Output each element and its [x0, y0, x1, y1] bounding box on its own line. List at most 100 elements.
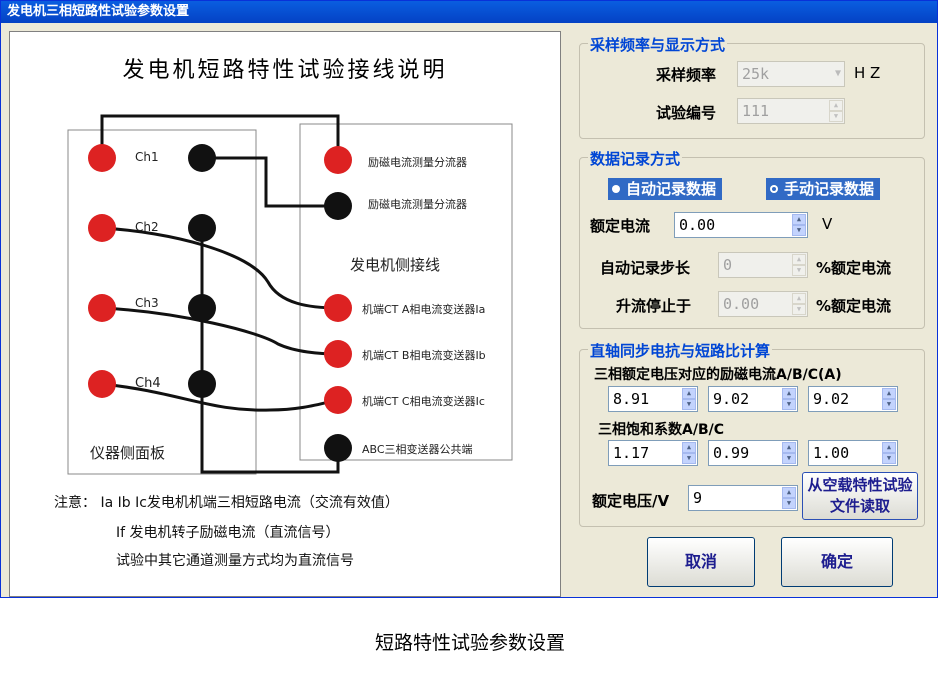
spinner[interactable]: ▲▼: [682, 442, 696, 464]
spinner[interactable]: ▲▼: [829, 100, 843, 122]
phase-a-terminal: [324, 294, 352, 322]
auto-step-input[interactable]: 0 ▲▼: [718, 252, 808, 278]
excitation-b-value: 9.02: [713, 390, 750, 408]
ch3-negative-terminal: [188, 294, 216, 322]
spin-down-icon[interactable]: ▼: [782, 498, 796, 509]
radio-off-icon: [612, 185, 620, 193]
record-mode-group-title: 数据记录方式: [588, 148, 683, 169]
spin-down-icon[interactable]: ▼: [682, 399, 696, 410]
rated-current-input[interactable]: 0.00 ▲▼: [674, 212, 808, 238]
stop-current-input[interactable]: 0.00 ▲▼: [718, 291, 808, 317]
cancel-button[interactable]: 取消: [647, 537, 755, 587]
ch2-negative-terminal: [188, 214, 216, 242]
rated-current-unit: V: [822, 215, 833, 233]
chevron-down-icon: ▼: [834, 68, 841, 79]
common-terminal: [324, 434, 352, 462]
rated-current-value: 0.00: [679, 216, 716, 234]
spin-down-icon[interactable]: ▼: [882, 453, 896, 464]
channel-label: Ch2: [135, 220, 159, 234]
spin-up-icon[interactable]: ▲: [782, 487, 796, 498]
spinner[interactable]: ▲▼: [882, 388, 896, 410]
saturation-c-input[interactable]: 1.00 ▲▼: [808, 440, 898, 466]
read-noload-file-button[interactable]: 从空载特性试验文件读取: [802, 472, 918, 520]
spinner[interactable]: ▲▼: [792, 254, 806, 276]
rated-voltage-value: 9: [693, 489, 703, 507]
spinner[interactable]: ▲▼: [882, 442, 896, 464]
spinner[interactable]: ▲▼: [792, 214, 806, 236]
ok-button[interactable]: 确定: [781, 537, 893, 587]
spin-down-icon[interactable]: ▼: [829, 111, 843, 122]
rated-voltage-input[interactable]: 9 ▲▼: [688, 485, 798, 511]
rated-current-label: 额定电流: [590, 217, 651, 235]
saturation-b-input[interactable]: 0.99 ▲▼: [708, 440, 798, 466]
rated-voltage-label: 额定电压/V: [592, 492, 670, 510]
spin-down-icon[interactable]: ▼: [882, 399, 896, 410]
wires: [100, 114, 340, 474]
saturation-a-input[interactable]: 1.17 ▲▼: [608, 440, 698, 466]
excitation-a-value: 8.91: [613, 390, 650, 408]
instrument-panel-label: 仪器侧面板: [90, 444, 166, 462]
spin-up-icon[interactable]: ▲: [882, 442, 896, 453]
terminal-label: ABC三相变送器公共端: [362, 443, 473, 456]
auto-record-radio[interactable]: 自动记录数据: [608, 178, 723, 200]
excitation-b-input[interactable]: 9.02 ▲▼: [708, 386, 798, 412]
spin-down-icon[interactable]: ▼: [792, 225, 806, 236]
channel-label: Ch1: [135, 150, 159, 164]
reactance-calc-group-title: 直轴同步电抗与短路比计算: [588, 340, 773, 361]
spin-up-icon[interactable]: ▲: [792, 214, 806, 225]
ch3-positive-terminal: [88, 294, 116, 322]
auto-step-label: 自动记录步长: [600, 259, 691, 277]
note-line: 注意： Ia Ib Ic发电机机端三相短路电流（交流有效值）: [54, 495, 399, 511]
spinner[interactable]: ▲▼: [782, 442, 796, 464]
excitation-a-input[interactable]: 8.91 ▲▼: [608, 386, 698, 412]
spin-down-icon[interactable]: ▼: [792, 265, 806, 276]
channel-label: Ch3: [135, 296, 159, 310]
excitation-c-value: 9.02: [813, 390, 850, 408]
manual-record-radio[interactable]: 手动记录数据: [766, 178, 881, 200]
terminal-label: 机端CT B相电流变送器Ib: [362, 349, 486, 362]
generator-side-box: [299, 123, 513, 461]
test-number-input[interactable]: 111 ▲▼: [737, 98, 845, 124]
spinner[interactable]: ▲▼: [792, 293, 806, 315]
spinner[interactable]: ▲▼: [782, 487, 796, 509]
spin-up-icon[interactable]: ▲: [682, 442, 696, 453]
terminal-label: 机端CT A相电流变送器Ia: [362, 303, 486, 316]
spin-down-icon[interactable]: ▼: [782, 453, 796, 464]
radio-on-icon: [770, 185, 778, 193]
spin-down-icon[interactable]: ▼: [682, 453, 696, 464]
phase-b-terminal: [324, 340, 352, 368]
excitation-c-input[interactable]: 9.02 ▲▼: [808, 386, 898, 412]
spin-up-icon[interactable]: ▲: [782, 388, 796, 399]
spin-up-icon[interactable]: ▲: [682, 388, 696, 399]
dialog-window: 发电机三相短路性试验参数设置 发电机短路特性试验接线说明: [0, 0, 938, 598]
figure-caption: 短路特性试验参数设置: [374, 632, 565, 654]
wiring-svg: [67, 114, 513, 475]
spinner[interactable]: ▲▼: [682, 388, 696, 410]
auto-record-label: 自动记录数据: [626, 180, 717, 198]
phase-c-terminal: [324, 386, 352, 414]
spin-up-icon[interactable]: ▲: [792, 293, 806, 304]
wiring-diagram: 发电机短路特性试验接线说明: [9, 31, 561, 597]
spin-down-icon[interactable]: ▼: [792, 304, 806, 315]
spin-up-icon[interactable]: ▲: [882, 388, 896, 399]
saturation-a-value: 1.17: [613, 444, 650, 462]
spin-up-icon[interactable]: ▲: [792, 254, 806, 265]
spinner[interactable]: ▲▼: [782, 388, 796, 410]
excitation-current-label: 三相额定电压对应的励磁电流A/B/C(A): [594, 367, 842, 383]
saturation-b-value: 0.99: [713, 444, 750, 462]
record-mode-group: 数据记录方式 自动记录数据 手动记录数据 额定电流 0.00 ▲▼ V 自动记录…: [579, 148, 925, 329]
ch1-negative-terminal: [188, 144, 216, 172]
terminal-label: 机端CT C相电流变送器Ic: [362, 395, 485, 408]
stop-current-unit: %额定电流: [816, 297, 892, 315]
note-line: If 发电机转子励磁电流（直流信号）: [116, 525, 340, 541]
saturation-c-value: 1.00: [813, 444, 850, 462]
auto-step-value: 0: [723, 256, 733, 274]
sampling-rate-unit: H Z: [854, 64, 881, 82]
diagram-title: 发电机短路特性试验接线说明: [122, 58, 448, 83]
spin-up-icon[interactable]: ▲: [829, 100, 843, 111]
spin-down-icon[interactable]: ▼: [782, 399, 796, 410]
sampling-rate-select[interactable]: 25k ▼: [737, 61, 845, 87]
spin-up-icon[interactable]: ▲: [782, 442, 796, 453]
ch1-positive-terminal: [88, 144, 116, 172]
sampling-rate-value: 25k: [742, 65, 770, 83]
